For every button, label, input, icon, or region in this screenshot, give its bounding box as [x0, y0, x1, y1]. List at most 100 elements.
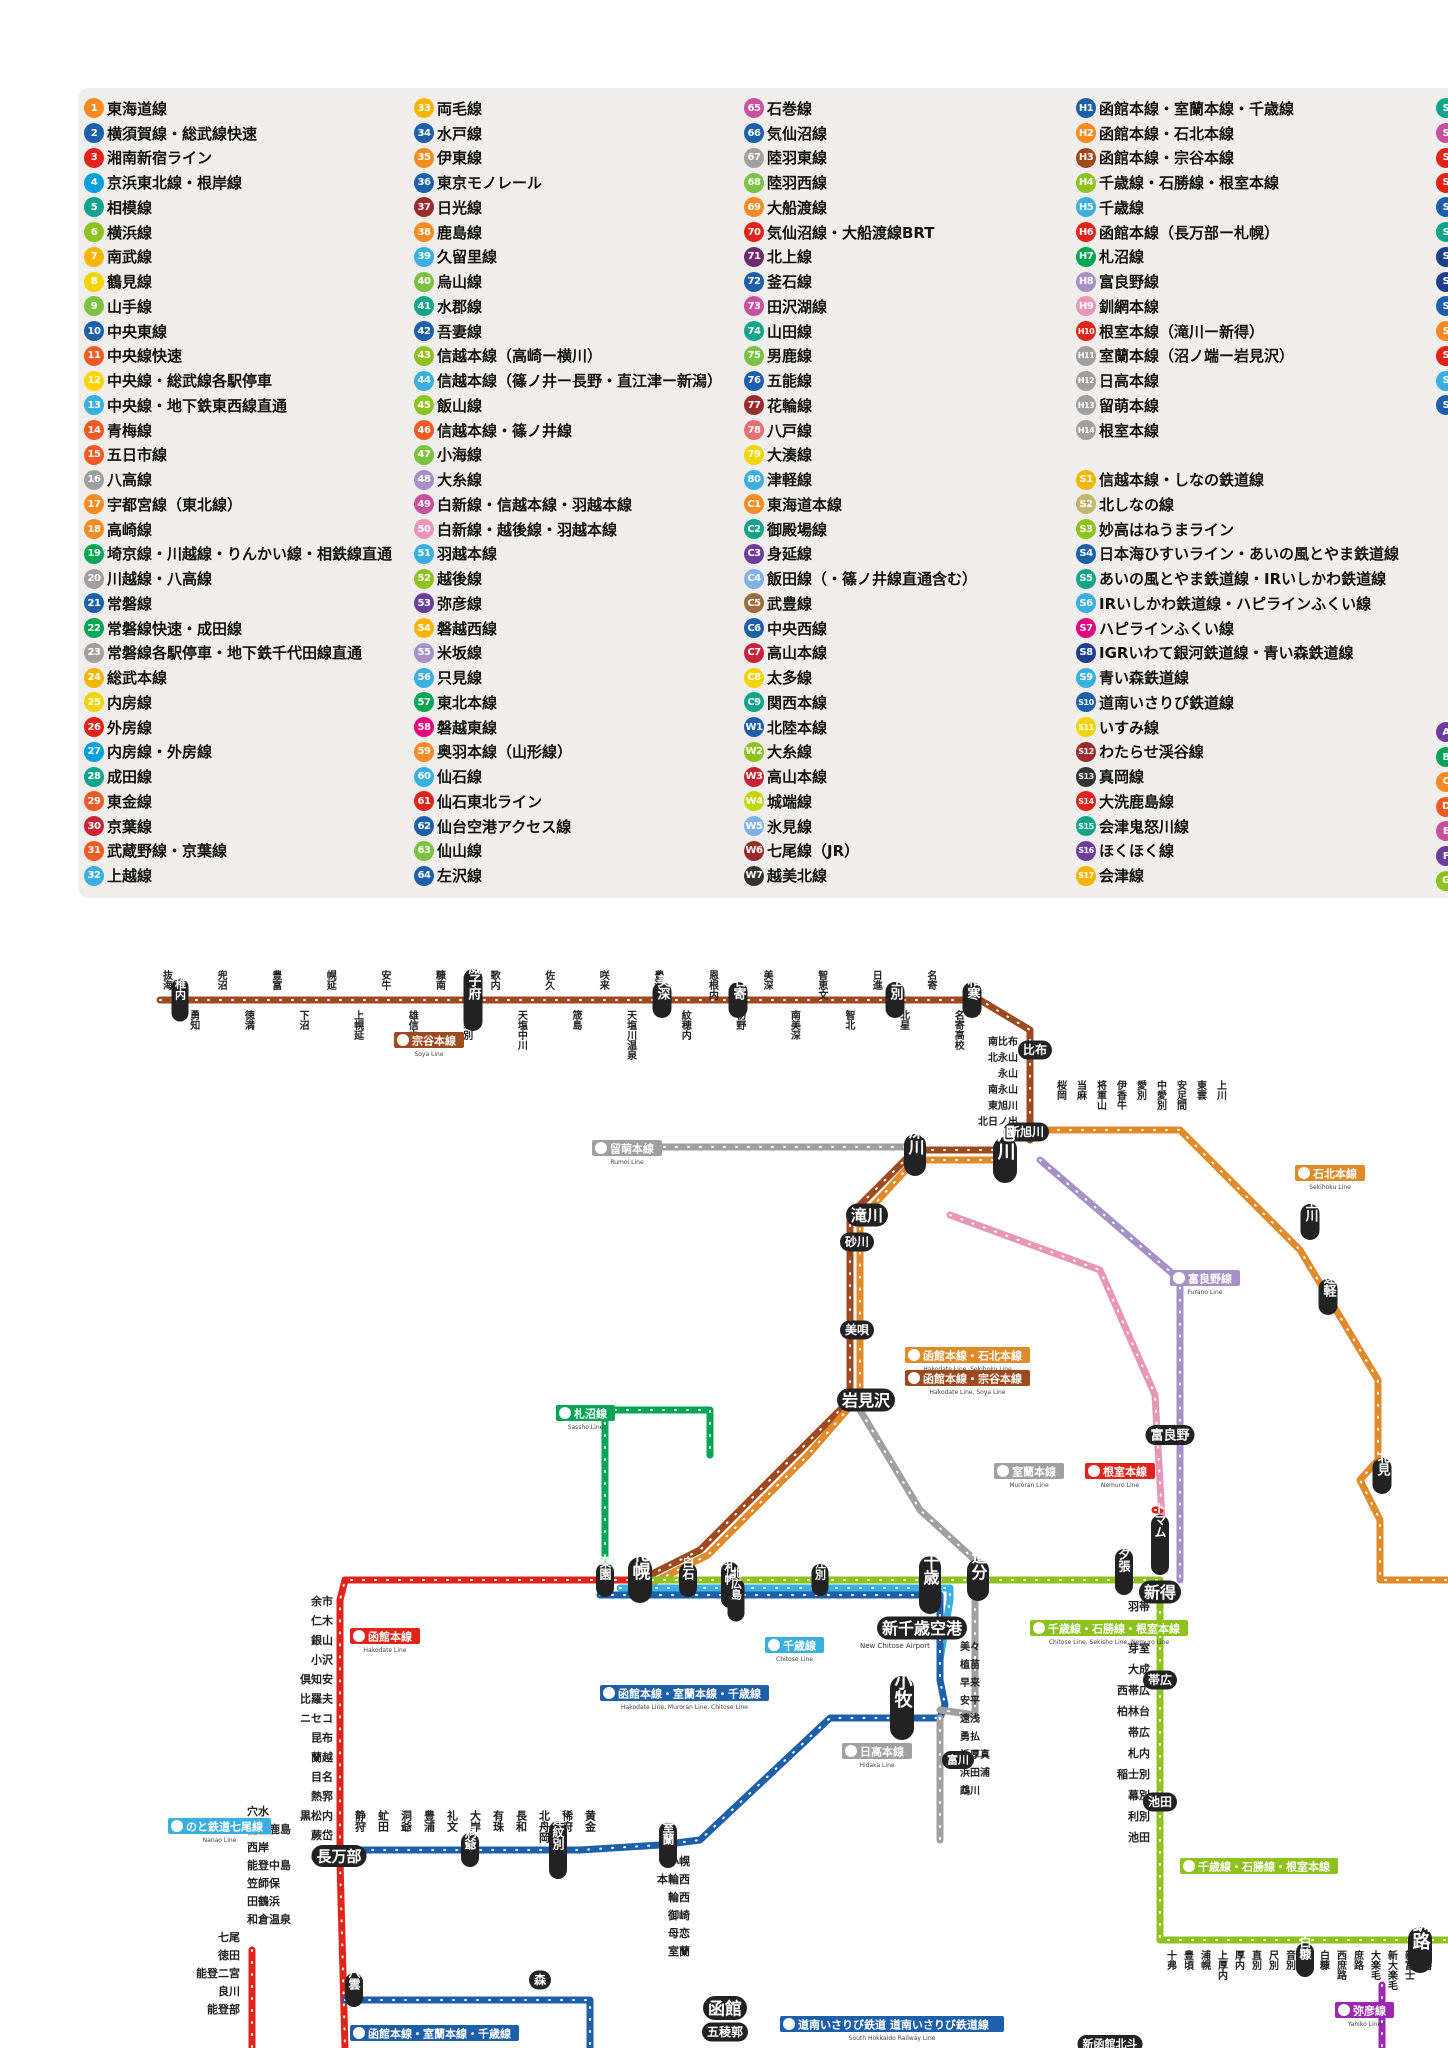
line-number-badge: 55 [414, 642, 434, 663]
route-tag-name: 函館本線・石北本線 [923, 1349, 1022, 1363]
line-name: 日光線 [437, 198, 483, 217]
line-name: 磐越西線 [437, 619, 498, 638]
legend-item-cut: D [1436, 794, 1448, 819]
line-number-badge: 43 [414, 345, 434, 366]
line-number-badge: 71 [744, 246, 764, 267]
station-label: 浦幌 [1199, 1949, 1211, 1971]
hub-name: 富川 [947, 1753, 969, 1767]
route-tag-name: 留萌本線 [610, 1142, 654, 1156]
route-tag-english: Nanao Line [203, 1837, 237, 1844]
route-tag-name: 千歳線 [783, 1639, 816, 1653]
route-tag-english: Rumoi Line [610, 1159, 644, 1166]
station-label: 糠南 [434, 969, 447, 991]
line-number-badge: 54 [414, 618, 434, 639]
route-tag-english: Sassho Line [568, 1424, 604, 1431]
line-number-badge: C5 [744, 593, 764, 614]
line-number-badge: 45 [414, 395, 434, 416]
legend-item-cut: B [1436, 745, 1448, 770]
line-name: 総武本線 [107, 669, 168, 688]
station-label: 徳満 [242, 1009, 255, 1031]
route-tag-name: 函館本線・室蘭本線・千歳線 [618, 1687, 761, 1701]
line-number-badge: E [1436, 821, 1448, 842]
hub-name: 長万部 [316, 1848, 361, 1866]
station-label: 南美深 [788, 1009, 800, 1041]
route-tag [556, 1405, 615, 1421]
line-name: 青梅線 [107, 421, 153, 440]
line-name: 川越線・八高線 [107, 570, 213, 589]
station-label: 美深 [761, 969, 773, 991]
line-name: 仙石線 [437, 768, 483, 787]
hub-marker [840, 1320, 874, 1340]
line-number-badge: C1 [744, 494, 764, 515]
line-number-badge: 42 [414, 321, 434, 342]
line-name: 鶴見線 [107, 273, 153, 292]
hub-marker [529, 1970, 551, 1990]
station-label: 将軍山 [1095, 1079, 1107, 1111]
line-number-badge: S [1436, 321, 1448, 342]
station-label: 柏林台 [1117, 1704, 1150, 1718]
hub-name: トマム [1153, 1502, 1167, 1538]
route-tag [765, 1637, 824, 1653]
station-label: 東雲 [1195, 1079, 1207, 1101]
hub-marker [679, 1563, 697, 1597]
line-number-badge: C2 [744, 519, 764, 540]
route-tag-badge [1183, 1860, 1195, 1872]
route-tag-badge [908, 1349, 920, 1361]
line-name: 宇都宮線（東北線） [107, 495, 243, 514]
line-name: 東北本線 [437, 693, 498, 712]
route-tag-name: 富良野線 [1188, 1272, 1232, 1286]
line-name: 日高本線 [1099, 372, 1160, 391]
legend-item-cut: S [1436, 368, 1448, 393]
line-number-badge: H9 [1076, 296, 1096, 317]
line-name: IRいしかわ鉄道線・ハピラインふくい線 [1099, 594, 1372, 613]
route-tag-badge [171, 1820, 183, 1832]
line-number-badge: S [1436, 370, 1448, 391]
route-tag-english: Yahiko Line [1347, 2021, 1382, 2028]
line-name: 関西本線 [767, 693, 828, 712]
line-name: 相模線 [107, 198, 153, 217]
line-name: 富良野線 [1099, 273, 1160, 292]
line-number-badge: 34 [414, 123, 434, 144]
line-name: 札沼線 [1099, 248, 1145, 267]
route-tag-name: 石北本線 [1312, 1167, 1357, 1181]
station-label: 徳田 [217, 1948, 240, 1962]
hub-name: 南千歳 [921, 1536, 940, 1586]
line-name: 信越本線（篠ノ井ー長野・直江津ー新潟） [437, 372, 723, 391]
line-name: 妙高はねうまライン [1099, 520, 1235, 539]
legend-item-cut: S [1436, 319, 1448, 344]
line-name: 只見線 [437, 669, 483, 688]
line-name: 北陸本線 [767, 718, 828, 737]
station-label: 幌延 [324, 969, 337, 991]
line-name: 御殿場線 [767, 520, 828, 539]
station-label: 笠師保 [246, 1876, 281, 1890]
line-number-badge: 72 [744, 271, 764, 292]
station-label: 礼文 [446, 1809, 459, 1833]
line-name: 小海線 [437, 446, 483, 465]
station-label: 洞爺 [400, 1809, 414, 1833]
station-label: 仁木 [311, 1614, 334, 1628]
route-tag-name: 千歳線・石勝線・根室本線 [1198, 1860, 1330, 1874]
station-label: 歌内 [488, 969, 500, 991]
line-number-badge: 36 [414, 172, 434, 193]
